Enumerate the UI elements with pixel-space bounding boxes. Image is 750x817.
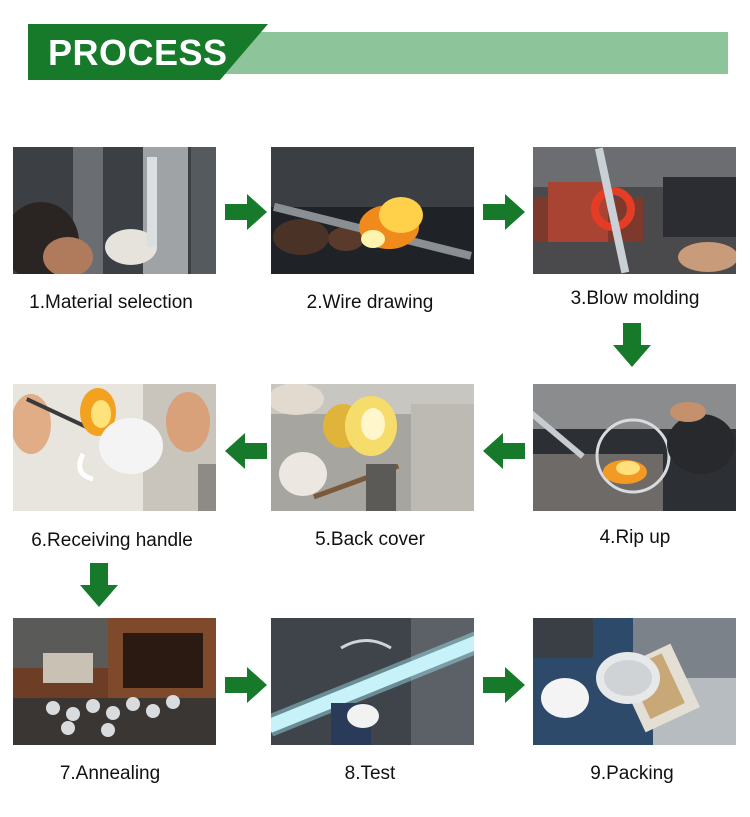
arrow-right-icon [483, 194, 525, 230]
step-9-label: 9.Packing [590, 763, 674, 784]
arrow-right-icon [225, 194, 267, 230]
step-5-photo [271, 384, 474, 511]
arrow-left-icon [225, 433, 267, 469]
step-5-label: 5.Back cover [315, 529, 425, 550]
page-title: PROCESS [48, 32, 228, 73]
step-1-label: 1.Material selection [29, 292, 193, 313]
step-1-photo [13, 147, 216, 274]
header-banner-tab [28, 24, 268, 80]
arrow-down-icon [613, 323, 651, 367]
step-2-label: 2.Wire drawing [306, 292, 434, 313]
step-6-photo [13, 384, 216, 511]
step-4-photo [533, 384, 736, 511]
step-3-label: 3.Blow molding [570, 288, 700, 309]
step-7-photo [13, 618, 216, 745]
step-3-photo [533, 147, 736, 274]
step-6-label: 6.Receiving handle [31, 530, 193, 551]
arrow-right-icon [483, 667, 525, 703]
step-8-photo [271, 618, 474, 745]
step-4-label: 4.Rip up [599, 527, 671, 548]
step-8-label: 8.Test [344, 763, 396, 784]
arrow-right-icon [225, 667, 267, 703]
arrow-down-icon [80, 563, 118, 607]
step-9-photo [533, 618, 736, 745]
step-2-photo [271, 147, 474, 274]
step-7-label: 7.Annealing [59, 763, 161, 784]
arrow-left-icon [483, 433, 525, 469]
